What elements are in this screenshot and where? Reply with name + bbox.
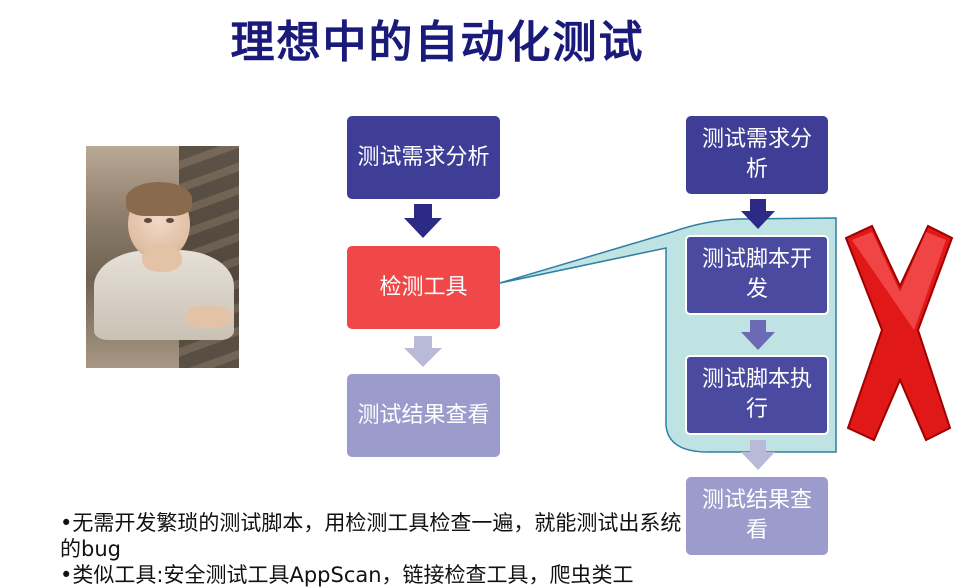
bullet-item: •无需开发繁琐的测试脚本，用检测工具检查一遍，就能测试出系统的bug: [60, 511, 682, 561]
right-box-requirements: 测试需求分析: [686, 116, 828, 194]
right-box-script-exec: 测试脚本执行: [685, 355, 829, 435]
right-box-script-dev: 测试脚本开发: [685, 235, 829, 315]
arrow-down: [741, 320, 775, 350]
boy-photo: [86, 146, 239, 368]
left-box-requirements: 测试需求分析: [347, 116, 500, 199]
left-box-results: 测试结果查看: [347, 374, 500, 457]
right-box-results: 测试结果查看: [686, 477, 828, 555]
slide-title: 理想中的自动化测试: [230, 17, 645, 68]
red-cross-icon: [844, 224, 954, 442]
arrow-down: [741, 440, 775, 470]
arrow-down: [404, 204, 442, 238]
arrow-down: [404, 336, 442, 367]
bullet-item: •类似工具:安全测试工具AppScan，链接检查工具，爬虫类工: [60, 563, 634, 587]
left-box-detection-tool: 检测工具: [347, 246, 500, 329]
bullet-list: •无需开发繁琐的测试脚本，用检测工具检查一遍，就能测试出系统的bug •类似工具…: [60, 510, 700, 588]
arrow-down: [741, 199, 775, 229]
